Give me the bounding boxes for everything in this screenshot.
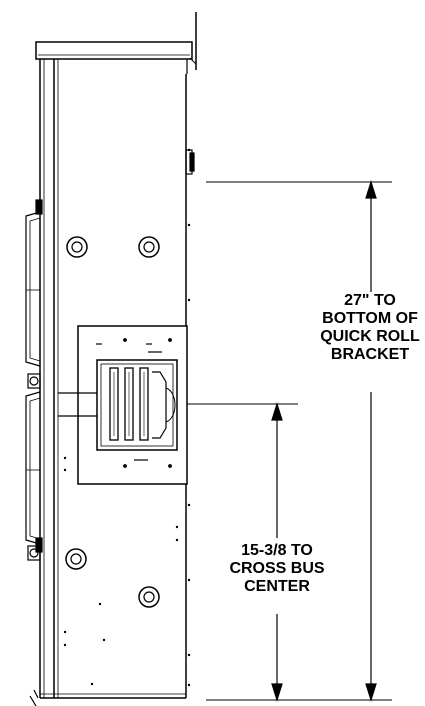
dimension-line-15-3-8 — [271, 401, 283, 703]
cabinet-side-wall — [39, 59, 191, 699]
dimension-label-upper: 27" TO BOTTOM OF QUICK ROLL BRACKET — [300, 292, 425, 364]
dimension-upper-line4: BRACKET — [330, 346, 410, 363]
upper-fittings — [185, 149, 195, 175]
top-cap — [35, 12, 197, 74]
cross-bus-box — [58, 325, 188, 485]
hinges — [27, 373, 41, 706]
left-door-lower — [25, 391, 43, 553]
dimension-upper-line1: 27" TO — [344, 292, 396, 309]
dimension-upper-line2: BOTTOM OF — [322, 310, 418, 327]
bus-bars — [109, 367, 176, 441]
dimension-lower-line2: CROSS BUS — [229, 560, 325, 577]
panel-dots — [63, 456, 179, 686]
left-door-upper — [25, 199, 43, 367]
dimension-label-lower: 15-3/8 TO CROSS BUS CENTER — [217, 542, 337, 596]
round-bosses — [65, 236, 160, 608]
dimension-lower-line3: CENTER — [244, 578, 310, 595]
dimension-upper-line3: QUICK ROLL — [320, 328, 420, 345]
dimension-extension-lines — [187, 181, 392, 701]
dimension-lower-line1: 15-3/8 TO — [241, 542, 313, 559]
dimension-line-27 — [365, 179, 377, 703]
